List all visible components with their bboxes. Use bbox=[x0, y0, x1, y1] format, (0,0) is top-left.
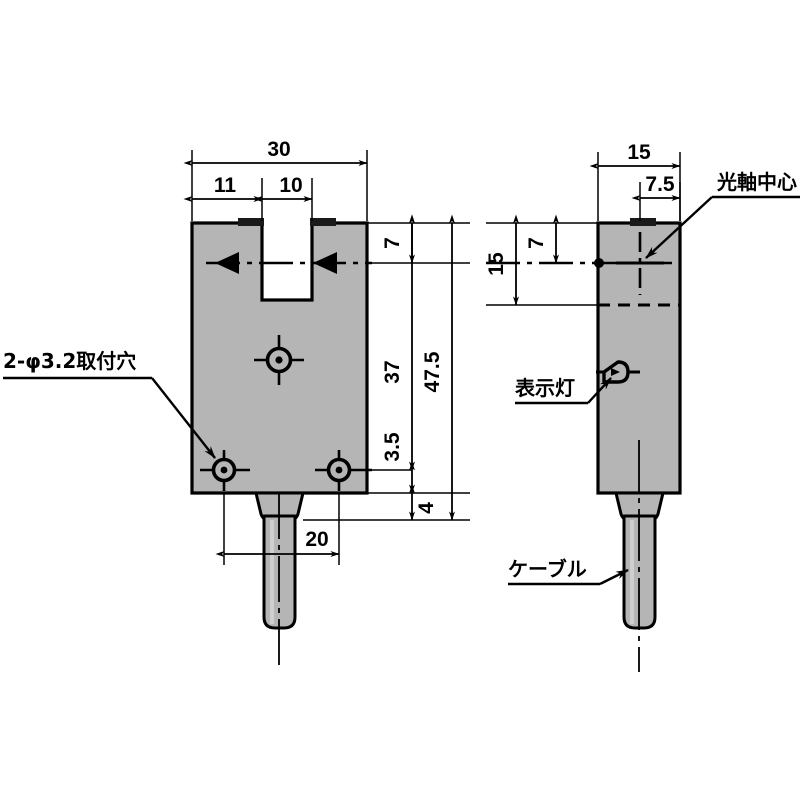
note-mounting-holes: 2-φ3.2取付穴 bbox=[3, 349, 136, 373]
dim-body-height: 37 bbox=[381, 360, 404, 383]
side-view: 15 7.5 7 15 光軸中心 表示灯 bbox=[485, 141, 800, 672]
beam-arrow-left-icon bbox=[215, 252, 239, 274]
slot-lip-right bbox=[310, 218, 336, 226]
note-optical-axis-leader bbox=[645, 195, 800, 259]
note-mounting-holes-leader bbox=[3, 376, 216, 459]
dim-slot-width: 10 bbox=[279, 174, 302, 197]
side-top-lip bbox=[630, 218, 656, 226]
dim-left-segment: 11 bbox=[214, 174, 237, 197]
front-mounting-hole-left bbox=[200, 450, 250, 491]
dim-holes-from-bottom: 3.5 bbox=[381, 432, 404, 462]
slot-lip-left bbox=[238, 218, 264, 226]
front-view: 30 11 10 7 37 3.5 47.5 4 bbox=[3, 138, 470, 670]
dim-overall-depth: 15 bbox=[627, 141, 651, 164]
note-indicator-lamp-leader bbox=[515, 377, 612, 405]
dim-axis-from-front: 7.5 bbox=[645, 173, 675, 196]
note-optical-axis: 光軸中心 bbox=[716, 170, 797, 194]
dim-side-axis-from-top: 7 bbox=[525, 237, 548, 249]
dim-overall-height: 47.5 bbox=[421, 351, 444, 392]
beam-arrow-right-icon bbox=[313, 252, 337, 274]
note-cable-leader bbox=[508, 568, 629, 586]
dim-side-height-to-axis: 15 bbox=[485, 252, 508, 276]
note-indicator-lamp: 表示灯 bbox=[515, 376, 575, 400]
front-center-hole bbox=[254, 335, 304, 385]
side-optical-axis-marker bbox=[616, 232, 664, 295]
front-mounting-hole-right bbox=[315, 450, 372, 491]
dim-boot-height: 4 bbox=[415, 502, 438, 514]
dim-overall-width: 30 bbox=[267, 138, 290, 161]
side-axis-edge-dot bbox=[594, 258, 604, 268]
note-cable: ケーブル bbox=[508, 557, 587, 581]
indicator-lamp-icon bbox=[596, 360, 640, 384]
dim-axis-from-top: 7 bbox=[381, 237, 404, 249]
dim-hole-spacing: 20 bbox=[305, 528, 328, 551]
